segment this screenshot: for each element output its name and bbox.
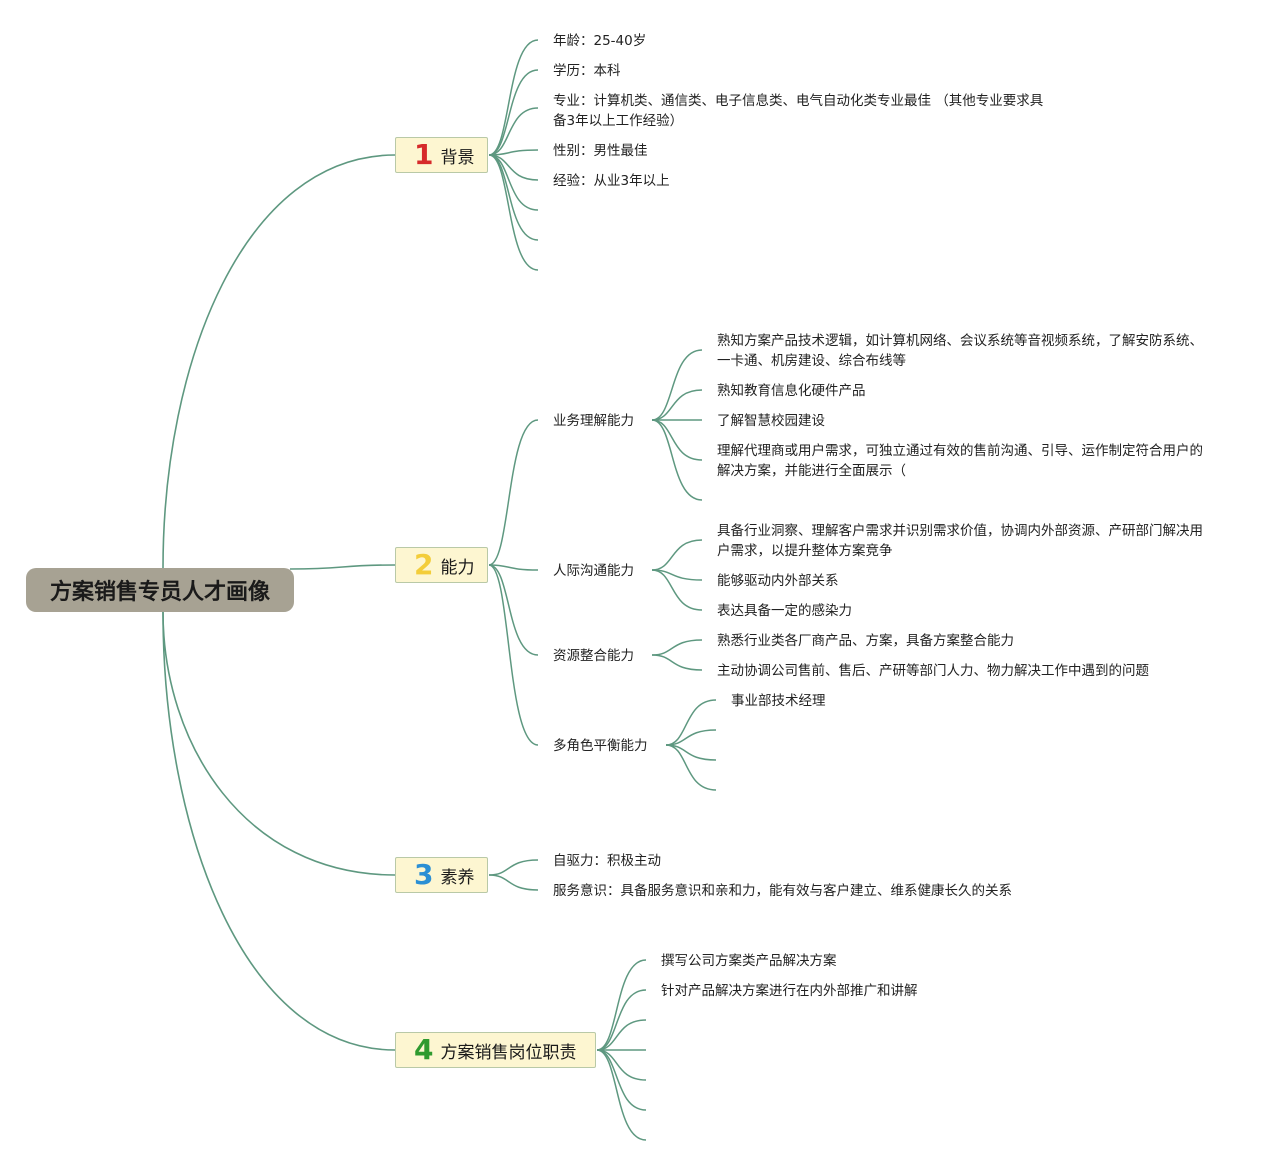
branch-background[interactable]: 1 背景 [395,137,488,173]
link-branch-2-subtopic [488,564,539,656]
link-root-branch-4 [162,611,396,1051]
link-subtopic-leaf [651,539,703,571]
leaf-item[interactable]: 熟知方案产品技术逻辑，如计算机网络、会议系统等音视频系统，了解安防系统、一卡通、… [717,333,1203,369]
link-branch-1-leaf [488,39,539,156]
leaf-item[interactable]: 熟悉行业类各厂商产品、方案，具备方案整合能力 [717,633,1014,649]
leaf-item[interactable]: 能够驱动内外部关系 [717,573,839,589]
link-branch-4-leaf [596,989,647,1051]
link-root-branch-1 [162,154,396,569]
branch-label: 背景 [440,147,475,168]
link-branch-2-subtopic [488,564,539,571]
link-branch-1-leaf [488,69,539,156]
link-subtopic-leaf [651,419,703,501]
link-branch-2-subtopic [488,564,539,746]
leaf-item[interactable]: 理解代理商或用户需求，可独立通过有效的售前沟通、引导、运作制定符合用户的解决方案… [717,443,1203,479]
leaf-self-drive[interactable]: 自驱力：积极主动 [553,853,661,869]
subtopic-interpersonal[interactable]: 人际沟通能力 [553,563,634,579]
link-subtopic-leaf [651,389,703,421]
link-subtopic-leaf [651,654,703,671]
link-root-branch-2 [289,564,396,570]
leaf-item[interactable]: 表达具备一定的感染力 [717,603,852,619]
leaf-age[interactable]: 年龄：25-40岁 [553,33,647,49]
subtopic-resource-integration[interactable]: 资源整合能力 [553,648,634,664]
subtopic-multi-role[interactable]: 多角色平衡能力 [553,738,648,754]
leaf-education[interactable]: 学历：本科 [553,63,621,79]
link-subtopic-leaf [665,729,717,746]
leaf-major[interactable]: 专业：计算机类、通信类、电子信息类、电气自动化类专业最佳 （其他专业要求具备3年… [553,93,1044,129]
leaf-item[interactable]: 了解智慧校园建设 [717,413,825,429]
link-subtopic-leaf [665,699,717,746]
number-3-icon: 3 [414,858,434,891]
link-branch-4-leaf [596,959,647,1051]
link-subtopic-leaf [665,744,717,791]
link-branch-2-subtopic [488,419,539,566]
leaf-item[interactable]: 具备行业洞察、理解客户需求并识别需求价值，协调内外部资源、产研部门解决用户需求，… [717,523,1203,559]
leaf-item[interactable]: 撰写公司方案类产品解决方案 [661,953,837,969]
root-node[interactable]: 方案销售专员人才画像 [26,568,294,612]
link-branch-1-leaf [488,107,539,156]
leaf-service-awareness[interactable]: 服务意识：具备服务意识和亲和力，能有效与客户建立、维系健康长久的关系 [553,883,1012,899]
link-root-branch-3 [162,611,396,876]
leaf-item[interactable]: 熟知教育信息化硬件产品 [717,383,866,399]
branch-label: 素养 [440,867,475,888]
link-branch-3-leaf [488,859,539,876]
branch-ability[interactable]: 2 能力 [395,547,488,583]
link-branch-4-leaf [596,1019,647,1051]
subtopic-business-understanding[interactable]: 业务理解能力 [553,413,634,429]
leaf-item[interactable]: 主动协调公司售前、售后、产研等部门人力、物力解决工作中遇到的问题 [717,663,1149,679]
branch-literacy[interactable]: 3 素养 [395,857,488,893]
link-branch-4-leaf [596,1049,647,1141]
branch-label: 能力 [440,557,475,578]
link-subtopic-leaf [651,419,703,461]
leaf-item[interactable]: 针对产品解决方案进行在内外部推广和讲解 [661,983,918,999]
number-1-icon: 1 [414,138,434,171]
link-subtopic-leaf [651,349,703,421]
branch-responsibilities[interactable]: 4 方案销售岗位职责 [395,1032,596,1068]
number-2-icon: 2 [414,548,434,581]
link-subtopic-leaf [651,639,703,656]
number-4-icon: 4 [414,1033,434,1066]
link-branch-1-leaf [488,154,539,211]
link-branch-1-leaf [488,154,539,271]
branch-label: 方案销售岗位职责 [440,1042,577,1063]
leaf-experience[interactable]: 经验：从业3年以上 [553,173,670,189]
link-subtopic-leaf [651,569,703,611]
link-branch-3-leaf [488,874,539,891]
leaf-item[interactable]: 事业部技术经理 [731,693,826,709]
leaf-gender[interactable]: 性别：男性最佳 [553,143,648,159]
